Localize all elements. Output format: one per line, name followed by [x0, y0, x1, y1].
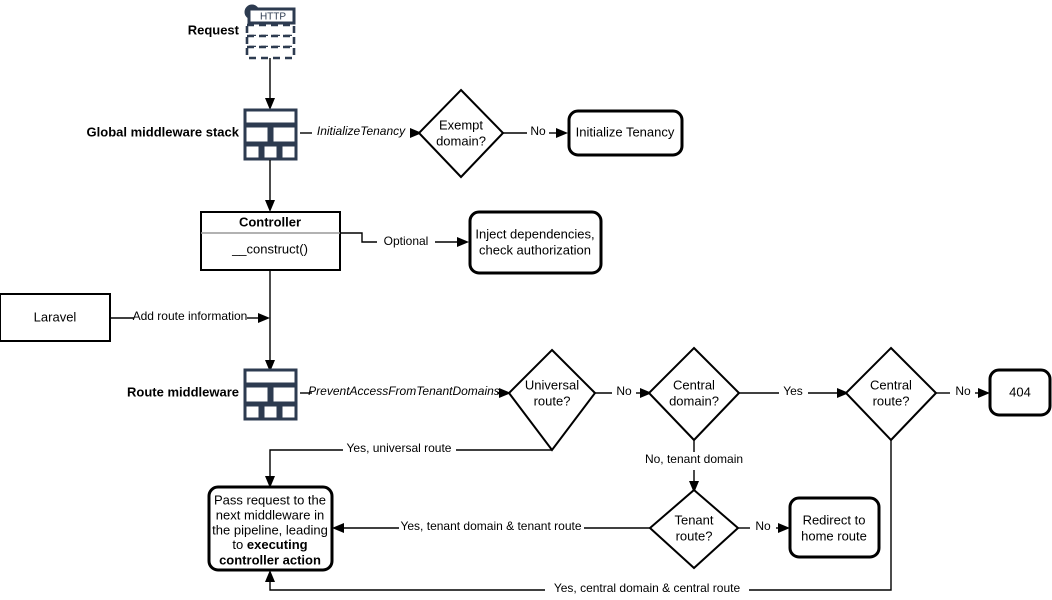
edge-label-exempt-no: No — [530, 124, 546, 138]
node-controller-method: __construct() — [231, 241, 308, 256]
edge-arrow — [410, 128, 422, 138]
node-inject-dependencies-line1: Inject dependencies, — [475, 226, 594, 241]
edge-arrow — [640, 388, 652, 398]
edge-label-tenant-route-yes: Yes, tenant domain & tenant route — [400, 519, 581, 533]
route-middleware-side-label: Route middleware — [127, 384, 239, 399]
node-redirect-home[interactable] — [788, 496, 881, 559]
decision-central-domain-line1: Central — [673, 377, 715, 392]
edge-arrow — [978, 388, 990, 398]
node-404-label: 404 — [1009, 384, 1031, 399]
edge-arrow — [265, 476, 275, 488]
http-request-icon: HTTP — [244, 4, 296, 60]
edge-arrow — [837, 388, 849, 398]
node-pass-request-line1: Pass request to the — [214, 492, 326, 507]
global-middleware-side-label: Global middleware stack — [87, 124, 240, 139]
edge-label-central-route-no: No — [955, 384, 971, 398]
node-inject-dependencies-line2: check authorization — [479, 242, 591, 257]
http-icon-label: HTTP — [260, 12, 286, 23]
node-inject-dependencies[interactable] — [468, 210, 603, 275]
pass-request-line4-prefix: to — [232, 537, 246, 552]
decision-universal-route-line2: route? — [534, 393, 571, 408]
decision-exempt-domain-label-line2: domain? — [436, 133, 486, 148]
edge-label-initialize-tenancy: InitializeTenancy — [317, 124, 406, 138]
edge-label-central-route-yes: Yes, central domain & central route — [554, 581, 741, 595]
edge-arrow — [778, 523, 790, 533]
node-pass-request-line3: the pipeline, leading — [212, 522, 328, 537]
edge-arrow — [265, 360, 275, 372]
edge-label-universal-no: No — [616, 384, 632, 398]
decision-universal-route-line1: Universal — [525, 377, 579, 392]
edge-arrow — [556, 128, 568, 138]
decision-central-route-line1: Central — [870, 377, 912, 392]
edge-label-add-route-information: Add route information — [133, 309, 248, 323]
node-initialize-tenancy[interactable] — [567, 109, 684, 157]
decision-tenant-route-line1: Tenant — [674, 512, 713, 527]
pass-request-line4-bold: executing — [247, 537, 308, 552]
node-initialize-tenancy-label: Initialize Tenancy — [576, 124, 675, 139]
edge-central-route-yes-right — [749, 440, 892, 591]
middleware-stack-icon-route — [243, 368, 298, 421]
node-pass-request[interactable] — [207, 485, 334, 572]
decision-exempt-domain[interactable] — [417, 88, 505, 179]
node-redirect-home-line1: Redirect to — [803, 512, 866, 527]
decision-central-domain-line2: domain? — [669, 393, 719, 408]
edge-arrow — [499, 388, 511, 398]
edge-universal-yes-left — [269, 449, 343, 478]
node-pass-request-line4: to executing — [232, 537, 307, 552]
edge-arrow — [457, 237, 469, 247]
decision-exempt-domain-label-line1: Exempt — [439, 117, 483, 132]
node-pass-request-line5: controller action — [219, 552, 321, 567]
node-redirect-home-line2: home route — [801, 528, 867, 543]
edge-arrow — [265, 200, 275, 212]
node-laravel-label: Laravel — [34, 309, 77, 324]
edge-label-prevent-access: PreventAccessFromTenantDomains — [308, 384, 500, 398]
middleware-stack-icon-global — [243, 108, 298, 161]
node-404[interactable] — [988, 368, 1052, 417]
edge-arrow — [265, 570, 275, 582]
edge-label-central-domain-no: No, tenant domain — [645, 452, 743, 466]
edge-central-route-yes-left — [269, 582, 545, 591]
node-controller[interactable] — [200, 211, 341, 271]
edge-label-universal-yes: Yes, universal route — [347, 441, 452, 455]
edge-arrow — [258, 313, 270, 323]
edge-label-tenant-route-no: No — [755, 519, 771, 533]
edge-arrow — [265, 98, 275, 110]
node-controller-title: Controller — [239, 214, 301, 229]
decision-tenant-route-line2: route? — [676, 528, 713, 543]
edge-controller-to-inject — [340, 232, 377, 243]
edge-label-central-domain-yes: Yes — [783, 384, 803, 398]
decision-central-route-line2: route? — [873, 393, 910, 408]
edge-label-optional: Optional — [384, 234, 429, 248]
request-side-label: Request — [188, 22, 240, 37]
edge-arrow — [332, 523, 344, 533]
decision-tenant-route[interactable] — [648, 488, 740, 570]
edge-arrow — [689, 481, 699, 493]
node-pass-request-line2: next middleware in — [216, 507, 324, 522]
